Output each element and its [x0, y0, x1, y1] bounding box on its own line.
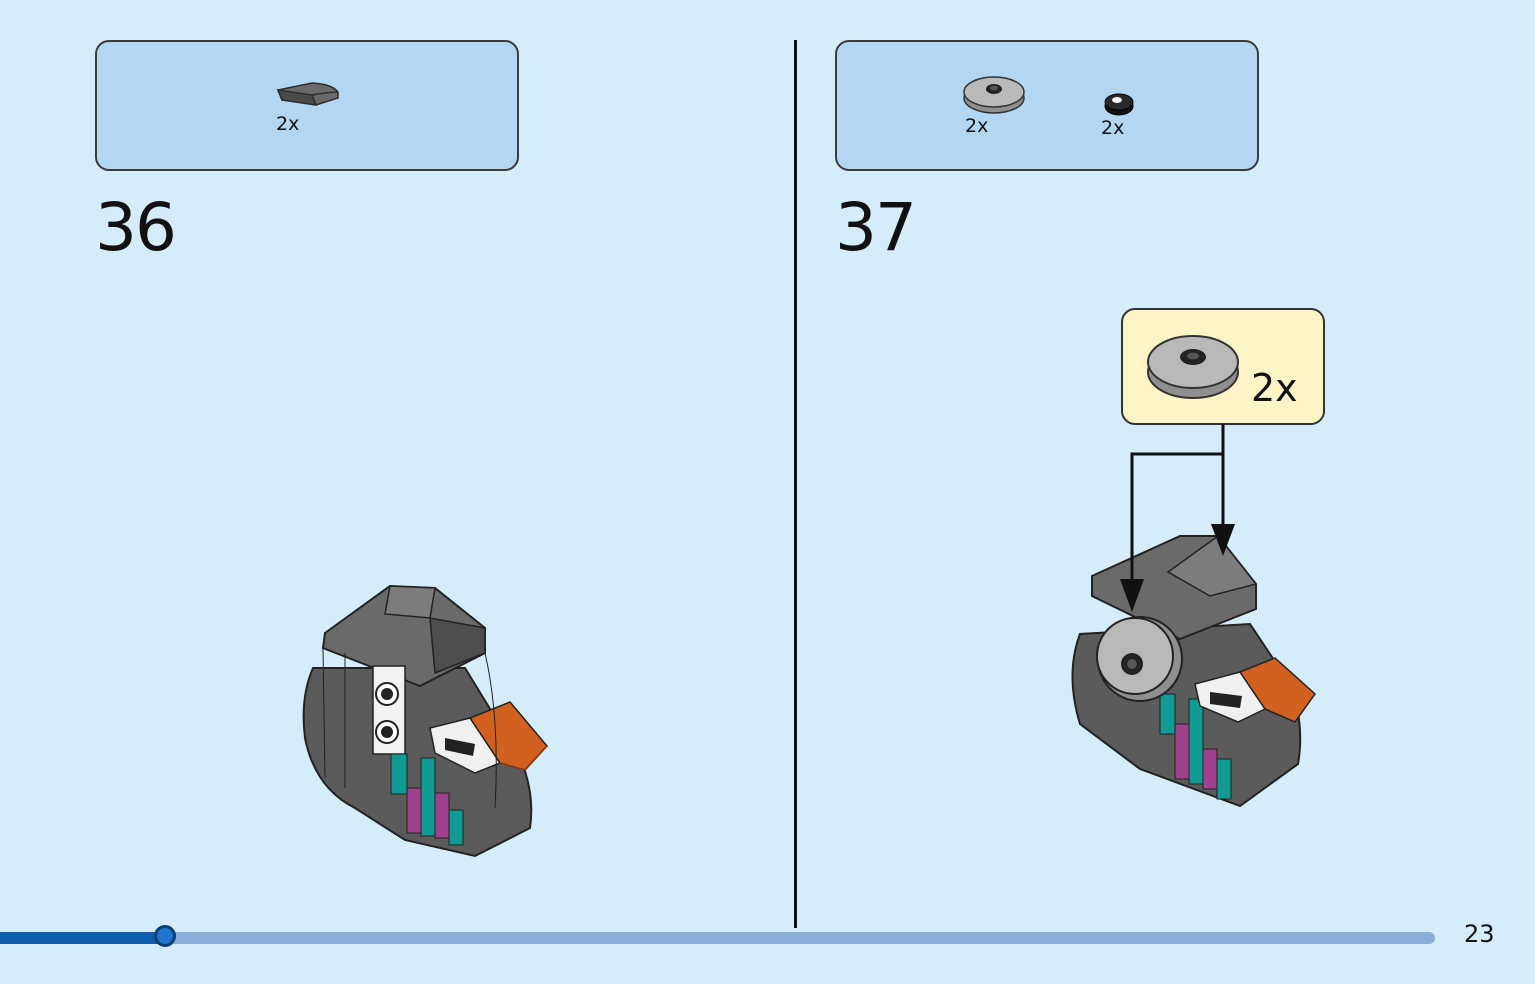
black-round-dot-icon	[1104, 93, 1134, 116]
parts-list-step-36: 2x	[95, 40, 519, 171]
progress-knob[interactable]	[154, 925, 176, 947]
subassembly-quantity: 2x	[1251, 366, 1298, 410]
parts-list-item: 2x	[272, 78, 342, 134]
progress-fill	[0, 932, 165, 944]
parts-list-item: 2x	[1099, 90, 1139, 138]
light-gray-round-tile-icon	[1147, 335, 1239, 399]
part-quantity: 2x	[276, 113, 300, 135]
progress-track	[0, 932, 1435, 944]
subassembly-callout: 2x	[1121, 308, 1325, 425]
part-quantity: 2x	[965, 115, 989, 137]
penguin-model-step-36	[302, 584, 548, 858]
step-number: 37	[835, 189, 917, 266]
dark-gray-curved-slope-icon	[276, 82, 339, 106]
penguin-model-step-37	[1071, 424, 1316, 808]
step-number: 36	[95, 189, 177, 266]
page-number: 23	[1464, 920, 1495, 948]
page-divider	[794, 40, 797, 928]
parts-list-step-37: 2x 2x	[835, 40, 1259, 171]
part-quantity: 2x	[1101, 117, 1125, 139]
parts-list-item: 2x	[959, 72, 1029, 136]
light-gray-round-tile-icon	[963, 76, 1025, 114]
